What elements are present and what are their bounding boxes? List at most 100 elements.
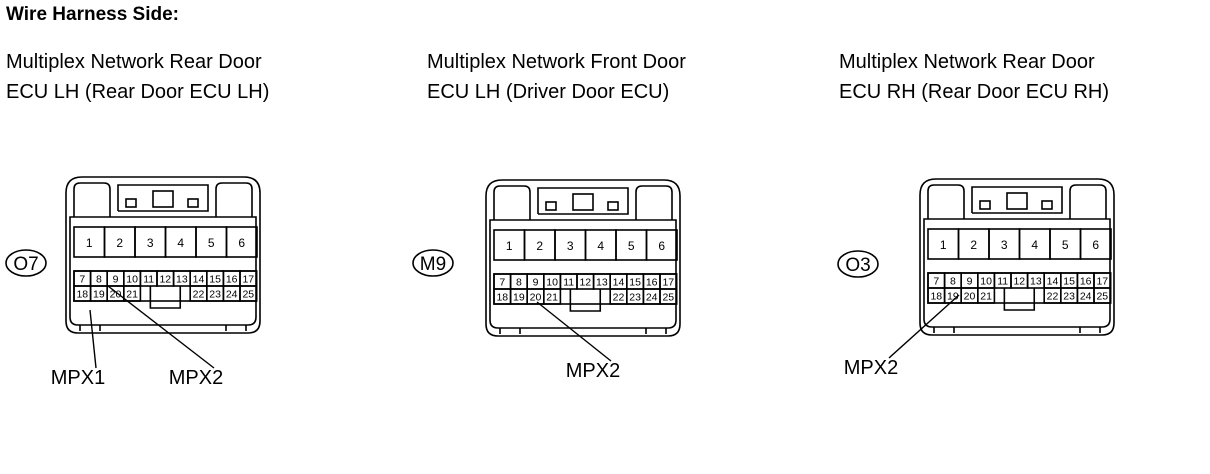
pin-number: 25 xyxy=(662,292,674,304)
connector-3-lock xyxy=(971,186,1063,214)
pin-cell xyxy=(1079,228,1112,260)
callout-leader-line xyxy=(888,294,960,359)
pin-number: 24 xyxy=(226,289,238,301)
pin-number: 15 xyxy=(629,277,641,289)
connector-1-heading: Multiplex Network Rear Door ECU LH (Rear… xyxy=(6,47,269,107)
pin-number: 22 xyxy=(613,292,625,304)
pin-number: 24 xyxy=(646,292,658,304)
connector-2-housing xyxy=(485,179,681,337)
pin-number: 8 xyxy=(96,274,102,286)
pin-number: 16 xyxy=(226,274,238,286)
connector-3-face xyxy=(923,218,1111,328)
pin-number: 9 xyxy=(113,274,119,286)
callout-label: MPX2 xyxy=(566,360,620,382)
pin-number: 1 xyxy=(506,239,513,253)
pin-number: 20 xyxy=(110,289,122,301)
pin-number: 18 xyxy=(76,289,88,301)
connector-2-name-line2: ECU LH (Driver Door ECU) xyxy=(427,81,670,103)
callout-label: MPX1 xyxy=(51,367,105,389)
connector-2-latch-left xyxy=(493,185,531,220)
pin-number: 7 xyxy=(933,276,939,288)
pin-number: 17 xyxy=(1096,276,1108,288)
pin-cell xyxy=(542,288,562,305)
pin-number: 22 xyxy=(193,289,205,301)
pin-number: 8 xyxy=(516,277,522,289)
connector-1-name-line2: ECU LH (Rear Door ECU LH) xyxy=(6,81,270,103)
connector-1-housing xyxy=(65,176,261,334)
connector-1-lock xyxy=(117,184,209,212)
pin-number: 20 xyxy=(964,291,976,303)
pin-number: 11 xyxy=(143,274,154,286)
pin-number: 21 xyxy=(546,292,558,304)
pin-number: 4 xyxy=(1031,238,1038,252)
pin-number: 24 xyxy=(1080,291,1092,303)
pin-cell xyxy=(239,285,258,302)
pin-number: 19 xyxy=(947,291,959,303)
callout-label: MPX2 xyxy=(169,367,223,389)
connector-1-code: O7 xyxy=(13,254,38,275)
connector-3-name-line2: ECU RH (Rear Door ECU RH) xyxy=(839,81,1110,103)
pin-cell xyxy=(645,229,678,261)
pin-number: 17 xyxy=(662,277,674,289)
pin-number: 5 xyxy=(628,239,635,253)
pin-number: 1 xyxy=(940,238,947,252)
pin-number: 25 xyxy=(1096,291,1108,303)
pin-number: 3 xyxy=(147,236,154,250)
connector-1-code-badge xyxy=(5,249,47,277)
callout-leader-line xyxy=(89,309,97,369)
pin-number: 25 xyxy=(242,289,254,301)
pin-number: 23 xyxy=(1063,291,1075,303)
callout-label: MPX2 xyxy=(844,357,898,379)
connector-3-heading: Multiplex Network Rear Door ECU RH (Rear… xyxy=(839,47,1109,107)
pin-number: 12 xyxy=(1013,276,1025,288)
pin-number: 8 xyxy=(950,276,956,288)
key-slot xyxy=(149,286,182,309)
page-title: Wire Harness Side: xyxy=(6,4,180,25)
connector-3-code: O3 xyxy=(845,255,870,276)
pin-cell xyxy=(659,288,678,305)
pin-number: 5 xyxy=(1062,238,1069,252)
pin-number: 23 xyxy=(629,292,641,304)
pin-number: 10 xyxy=(980,276,992,288)
callout-leader-line xyxy=(536,301,612,362)
pin-number: 18 xyxy=(496,292,508,304)
pin-number: 6 xyxy=(238,236,245,250)
connector-2-name-line1: Multiplex Network Front Door xyxy=(427,51,686,73)
key-slot xyxy=(1003,288,1036,311)
pin-cell xyxy=(225,226,258,258)
pin-number: 14 xyxy=(193,274,205,286)
pin-number: 10 xyxy=(546,277,558,289)
pin-number: 16 xyxy=(1080,276,1092,288)
connector-2-lock xyxy=(537,187,629,215)
connector-2-heading: Multiplex Network Front Door ECU LH (Dri… xyxy=(427,47,686,107)
pin-number: 2 xyxy=(970,238,977,252)
pin-number: 23 xyxy=(209,289,221,301)
callout-leader-line xyxy=(107,285,215,369)
pin-number: 12 xyxy=(159,274,171,286)
pin-number: 9 xyxy=(533,277,539,289)
connector-2-code: M9 xyxy=(420,254,446,275)
pin-number: 21 xyxy=(126,289,138,301)
pin-number: 7 xyxy=(79,274,85,286)
pin-number: 2 xyxy=(536,239,543,253)
connector-1-latch-left xyxy=(73,182,111,217)
pin-number: 15 xyxy=(209,274,221,286)
pin-number: 3 xyxy=(1001,238,1008,252)
pin-cell xyxy=(976,287,996,304)
pin-number: 20 xyxy=(530,292,542,304)
connector-1-latch-right xyxy=(215,182,253,217)
pin-number: 6 xyxy=(658,239,665,253)
pin-number: 3 xyxy=(567,239,574,253)
key-slot xyxy=(569,289,602,312)
pin-number: 21 xyxy=(980,291,992,303)
connector-3-latch-right xyxy=(1069,184,1107,219)
pin-number: 1 xyxy=(86,236,93,250)
connector-3-code-badge xyxy=(837,250,879,278)
pin-number: 13 xyxy=(596,277,608,289)
pin-number: 9 xyxy=(967,276,973,288)
connector-3-housing xyxy=(919,178,1115,336)
connector-1-name-line1: Multiplex Network Rear Door xyxy=(6,51,262,73)
connector-2-code-badge xyxy=(412,249,454,277)
